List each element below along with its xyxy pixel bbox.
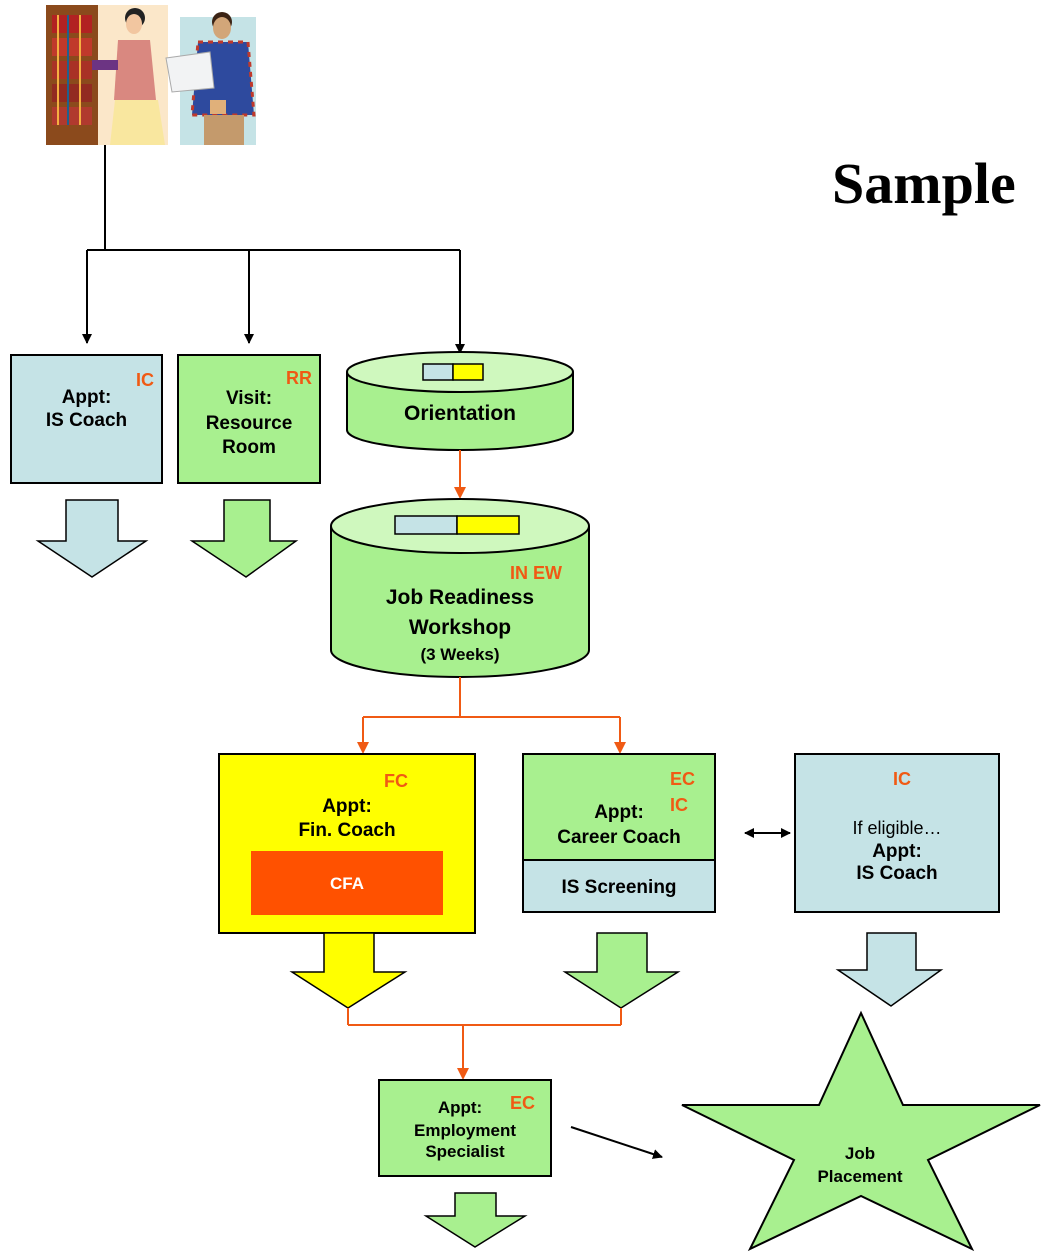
resource-label: Resource xyxy=(205,413,293,434)
is-screening-box xyxy=(522,859,716,913)
employment-appt-label: Appt: xyxy=(437,1098,483,1117)
appt-is-coach-box xyxy=(10,354,163,484)
job-readiness-yellow-flag xyxy=(456,515,520,535)
appt-label: Appt: xyxy=(61,387,112,408)
employment-label: Employment xyxy=(413,1121,517,1140)
down-arrow-is-coach-right xyxy=(835,932,944,1007)
orientation-label: Orientation xyxy=(403,402,516,425)
cfa-box xyxy=(251,851,443,915)
ec-tag-employment: EC xyxy=(510,1093,536,1113)
placement-label: Placement xyxy=(817,1167,903,1186)
merge-connectors xyxy=(347,1008,622,1080)
right-is-coach-label: IS Coach xyxy=(856,863,938,884)
orientation-cylinder xyxy=(346,351,574,451)
if-eligible-label: If eligible… xyxy=(852,818,942,838)
people-illustration xyxy=(46,5,256,145)
ic-tag-right: IC xyxy=(893,769,911,789)
orientation-blue-flag xyxy=(422,363,454,381)
is-coach-label: IS Coach xyxy=(45,410,128,431)
down-arrow-is-coach xyxy=(35,499,149,578)
employment-specialist-box xyxy=(378,1079,552,1177)
down-arrow-fin-coach xyxy=(289,932,408,1009)
specialist-label: Specialist xyxy=(425,1142,505,1161)
man-clipart xyxy=(165,12,256,145)
visit-label: Visit: xyxy=(225,388,273,409)
career-coach-box xyxy=(522,753,716,861)
career-appt-label: Appt: xyxy=(594,802,644,823)
fc-tag: FC xyxy=(384,771,408,791)
duration-label: (3 Weeks) xyxy=(420,645,500,664)
down-arrow-career-coach xyxy=(562,932,681,1009)
fin-appt-label: Appt: xyxy=(322,796,372,817)
workshop-label: Workshop xyxy=(408,616,512,639)
arrow-to-job-placement xyxy=(570,1126,663,1159)
resource-room-box xyxy=(177,354,321,484)
right-appt-label: Appt: xyxy=(872,841,922,862)
librarian-clipart xyxy=(46,5,168,145)
fin-coach-label: Fin. Coach xyxy=(298,820,396,841)
career-coach-label: Career Coach xyxy=(557,827,681,848)
orientation-yellow-flag xyxy=(452,363,484,381)
ec-tag: EC xyxy=(670,769,696,789)
top-connectors xyxy=(82,145,465,354)
ic-tag: IC xyxy=(136,370,154,390)
rr-tag: RR xyxy=(286,368,312,388)
in-ew-tag: IN EW xyxy=(510,563,562,583)
ic-tag-career: IC xyxy=(670,795,688,815)
is-screening-label: IS Screening xyxy=(561,877,677,898)
room-label: Room xyxy=(222,437,276,458)
down-arrow-employment xyxy=(423,1192,528,1248)
job-label: Job xyxy=(844,1144,876,1163)
split-connectors xyxy=(357,677,626,754)
page-title: Sample xyxy=(832,151,1016,216)
job-readiness-label: Job Readiness xyxy=(385,586,535,609)
cfa-label: CFA xyxy=(330,874,364,893)
job-readiness-blue-flag xyxy=(394,515,458,535)
job-placement-star xyxy=(681,1010,1041,1252)
is-coach-right-box xyxy=(794,753,1000,913)
job-readiness-cylinder xyxy=(330,498,590,678)
down-arrow-resource-room xyxy=(189,499,299,578)
